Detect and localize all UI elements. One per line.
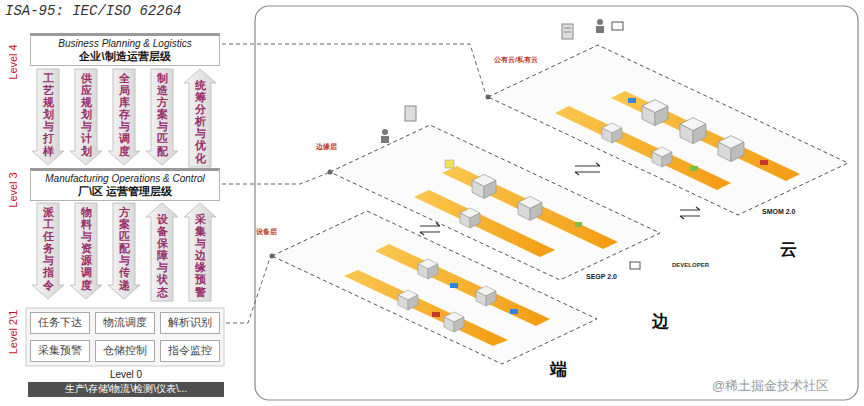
arrow-outline (184, 203, 216, 301)
up-arrow: 采集与边缘预警 (183, 203, 217, 301)
device-layer (272, 211, 597, 364)
function-cell: 任务下达 (30, 312, 90, 334)
level0-text: 生产\存储\物流\检测\仪表\... (32, 383, 220, 396)
layer-label: 设备层 (256, 228, 277, 236)
arrow-outline (146, 203, 178, 301)
function-cell: 仓储控制 (95, 340, 155, 362)
arrow-text: 派工任务与指令 (43, 203, 54, 291)
arrow-text: 工艺规划与打样 (43, 69, 54, 157)
level0-block: Level 0 生产\存储\物流\检测\仪表\... (28, 369, 224, 397)
watermark: @稀土掘金技术社区 (712, 379, 829, 394)
arrow-outline (108, 203, 140, 299)
level21-frame (26, 308, 224, 366)
level-heading: Manufacturing Operations & Control (45, 173, 205, 185)
tier-label: 云 (780, 240, 797, 260)
down-arrow: 方案匹配与传递 (107, 203, 141, 299)
arrow-text: 设备保障与状态 (157, 203, 168, 298)
layer-label: 公有云/私有云 (494, 56, 538, 64)
platform-label: SEGP 2.0 (586, 273, 617, 281)
arrow-outline (184, 69, 216, 167)
down-arrow: 派工任务与指令 (31, 203, 65, 299)
cell-text: 物流调度 (103, 316, 147, 329)
arrow-outline (32, 69, 64, 165)
arrow-text: 采集与边缘预警 (195, 203, 206, 298)
function-cell: 指令监控 (160, 340, 220, 362)
arrow-text: 方案匹配与传递 (119, 203, 130, 291)
diagram-title: ISA-95: IEC/ISO 62264 (5, 3, 181, 19)
level-name: 厂\区 运营管理层级 (78, 185, 172, 198)
icons (381, 19, 640, 269)
arrow-text: 供应规划与计划 (81, 69, 92, 157)
level-label: Level 4 (7, 44, 20, 79)
down-arrow: 全局库存与调度 (107, 69, 141, 165)
right-panel (255, 6, 858, 400)
level0-heading: Level 0 (28, 369, 224, 381)
arrow-outline (70, 69, 102, 165)
level-heading: Business Planning & Logistics (58, 38, 191, 50)
role-label: DEVELOPER (672, 262, 709, 269)
function-cell: 解析识别 (160, 312, 220, 334)
function-cell: 物流调度 (95, 312, 155, 334)
arrow-text: 制造方案与匹配 (157, 69, 168, 157)
level-box: Business Planning & Logistics企业\制造运营层级 (30, 33, 220, 66)
arrow-text: 物料与资源调度 (81, 203, 92, 291)
down-arrow: 制造方案与匹配 (145, 69, 179, 165)
up-arrow: 统筹分析与优化 (183, 69, 217, 167)
cell-text: 仓储控制 (103, 344, 147, 357)
cell-text: 指令监控 (168, 344, 212, 357)
double-arrows (420, 163, 700, 235)
level-box: Manufacturing Operations & Control厂\区 运营… (30, 168, 220, 201)
arrow-outline (32, 203, 64, 299)
leader-lines (222, 44, 486, 323)
cell-text: 任务下达 (38, 316, 82, 329)
leader-dots (270, 95, 491, 259)
tier-label: 边 (652, 312, 669, 332)
function-cell: 采集预警 (30, 340, 90, 362)
arrow-outline (146, 69, 178, 165)
level-name: 企业\制造运营层级 (79, 50, 170, 63)
arrow-outline (70, 203, 102, 299)
level0-bar: 生产\存储\物流\检测\仪表\... (28, 382, 224, 397)
layer-label: 边缘层 (316, 143, 337, 151)
cell-text: 采集预警 (38, 344, 82, 357)
cell-text: 解析识别 (168, 316, 212, 329)
down-arrow: 物料与资源调度 (69, 203, 103, 299)
arrow-text: 统筹分析与优化 (195, 69, 206, 164)
level-label: Level 2\1 (7, 310, 20, 355)
arrow-outline (108, 69, 140, 165)
down-arrow: 工艺规划与打样 (31, 69, 65, 165)
arrow-text: 全局库存与调度 (119, 69, 130, 157)
platform-label: SMOM 2.0 (762, 208, 795, 216)
up-arrow: 设备保障与状态 (145, 203, 179, 301)
tier-label: 端 (550, 360, 567, 380)
level-label: Level 3 (7, 172, 20, 207)
down-arrow: 供应规划与计划 (69, 69, 103, 165)
